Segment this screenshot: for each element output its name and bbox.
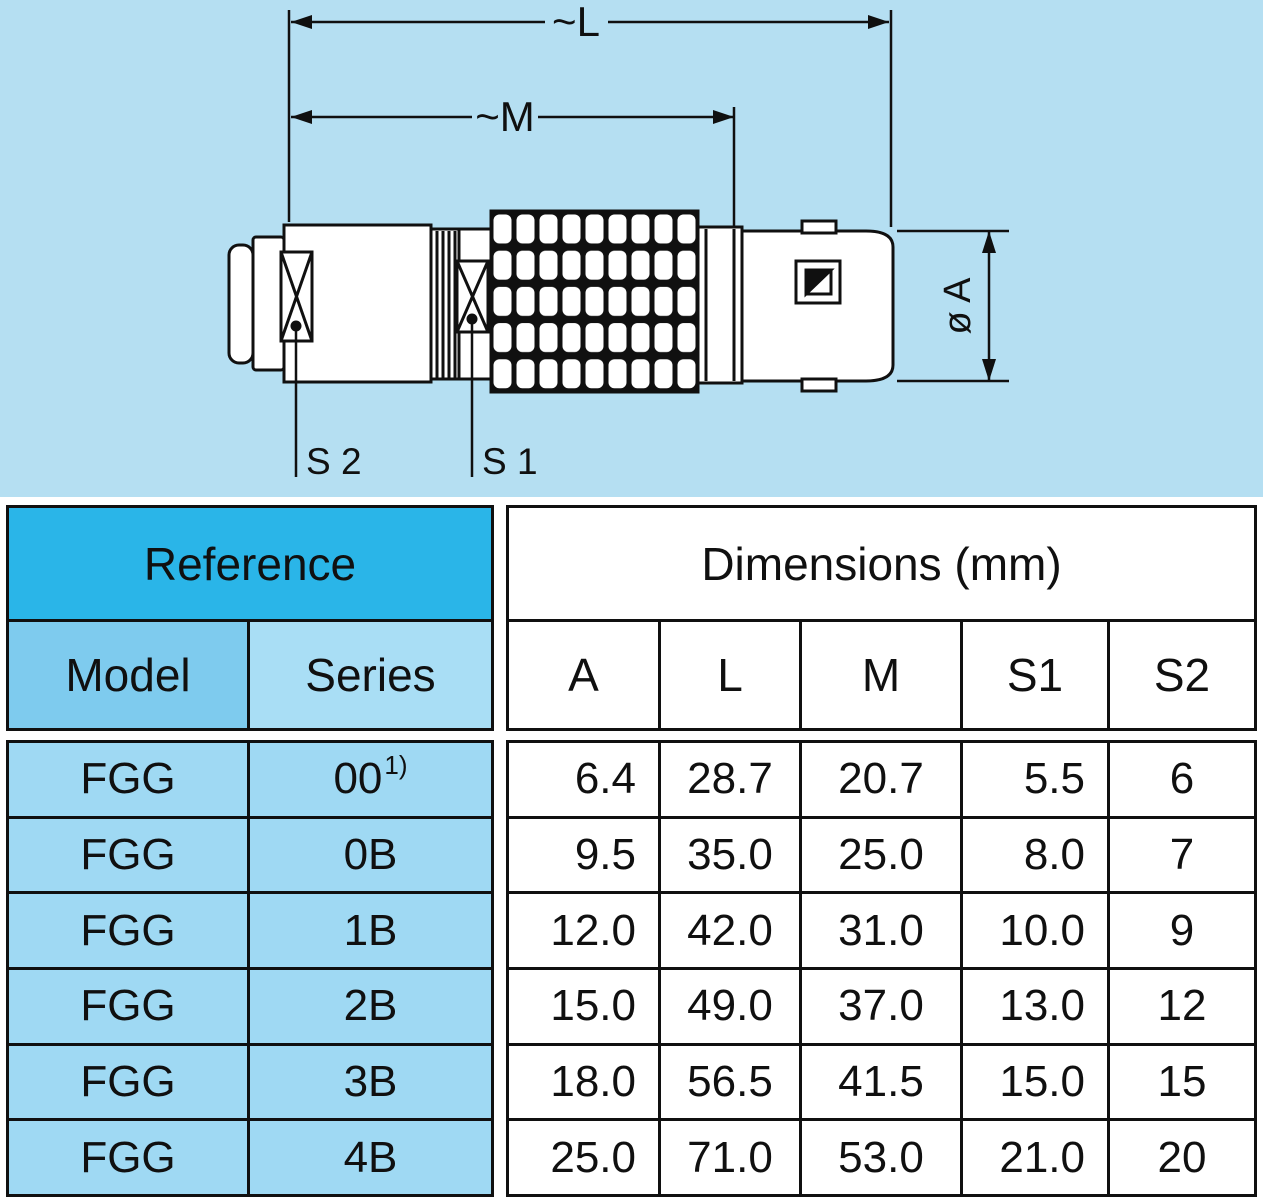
dim-l-cell: 35.0 — [661, 818, 799, 892]
series-value: 00 — [333, 754, 383, 804]
dim-m-cell: 20.7 — [802, 743, 960, 816]
s2-marker — [279, 250, 314, 477]
dim-s2-cell: 9 — [1110, 894, 1254, 967]
dim-s2-cell: 7 — [1110, 818, 1254, 892]
dim-a-cell: 15.0 — [509, 969, 658, 1043]
dim-s2-cell: 6 — [1110, 743, 1254, 816]
dim-s2-cell: 20 — [1110, 1121, 1254, 1194]
series-cell: 4B — [250, 1121, 491, 1194]
series-cell: 1B — [250, 894, 491, 967]
dim-s1-cell: 10.0 — [963, 894, 1107, 967]
dim-m-cell: 53.0 — [802, 1121, 960, 1194]
dim-s2-cell: 15 — [1110, 1045, 1254, 1119]
dim-m-cell: 41.5 — [802, 1045, 960, 1119]
dimensions-body-table: 6.4 28.7 20.7 5.5 6 9.5 35.0 25.0 8.0 7 … — [506, 740, 1257, 1197]
connector-drawing-section: ~L ~M ø A S 2 S 1 — [0, 0, 1263, 497]
dim-m-cell: 37.0 — [802, 969, 960, 1043]
dim-a-cell: 9.5 — [509, 818, 658, 892]
dimension-A — [897, 229, 1009, 383]
reference-body-table: FGG 00 1) FGG 0B FGG 1B FGG 2B FGG 3B FG… — [6, 740, 494, 1197]
dimensions-header-cell: Dimensions (mm) — [509, 508, 1254, 619]
dim-s1-cell: 13.0 — [963, 969, 1107, 1043]
dim-s1-cell: 8.0 — [963, 818, 1107, 892]
series-cell: 2B — [250, 969, 491, 1043]
dim-l-cell: 49.0 — [661, 969, 799, 1043]
series-column-header: Series — [250, 622, 491, 728]
dim-m-cell: 25.0 — [802, 818, 960, 892]
dimension-M — [291, 107, 736, 226]
dim-s2-cell: 12 — [1110, 969, 1254, 1043]
series-cell: 00 1) — [250, 743, 491, 816]
reference-header-table: Reference Model Series — [6, 505, 494, 731]
model-cell: FGG — [9, 743, 247, 816]
model-column-header: Model — [9, 622, 247, 728]
dim-s1-cell: 15.0 — [963, 1045, 1107, 1119]
model-cell: FGG — [9, 818, 247, 892]
dimension-L — [287, 10, 893, 227]
col-header-L: L — [661, 622, 799, 728]
dim-label-S1: S 1 — [482, 441, 538, 482]
dim-s1-cell: 21.0 — [963, 1121, 1107, 1194]
dim-s1-cell: 5.5 — [963, 743, 1107, 816]
dim-m-cell: 31.0 — [802, 894, 960, 967]
model-cell: FGG — [9, 969, 247, 1043]
connector-technical-drawing-icon: ~L ~M ø A S 2 S 1 — [227, 0, 1009, 482]
connector-body — [227, 209, 895, 394]
dim-label-L: ~L — [552, 0, 600, 45]
dimensions-header-table: Dimensions (mm) A L M S1 S2 — [506, 505, 1257, 731]
dim-a-cell: 25.0 — [509, 1121, 658, 1194]
model-cell: FGG — [9, 1045, 247, 1119]
s1-marker — [455, 259, 490, 477]
dim-l-cell: 42.0 — [661, 894, 799, 967]
col-header-A: A — [509, 622, 658, 728]
dim-a-cell: 18.0 — [509, 1045, 658, 1119]
dim-a-cell: 12.0 — [509, 894, 658, 967]
col-header-S1: S1 — [963, 622, 1107, 728]
dim-label-A: ø A — [937, 277, 979, 335]
series-cell: 0B — [250, 818, 491, 892]
series-cell: 3B — [250, 1045, 491, 1119]
dim-a-cell: 6.4 — [509, 743, 658, 816]
model-cell: FGG — [9, 1121, 247, 1194]
model-cell: FGG — [9, 894, 247, 967]
dim-l-cell: 28.7 — [661, 743, 799, 816]
dim-l-cell: 71.0 — [661, 1121, 799, 1194]
reference-header-cell: Reference — [9, 508, 491, 619]
col-header-M: M — [802, 622, 960, 728]
series-footnote: 1) — [384, 749, 408, 780]
dim-label-S2: S 2 — [306, 441, 362, 482]
col-header-S2: S2 — [1110, 622, 1254, 728]
dim-l-cell: 56.5 — [661, 1045, 799, 1119]
dim-label-M: ~M — [475, 93, 535, 140]
